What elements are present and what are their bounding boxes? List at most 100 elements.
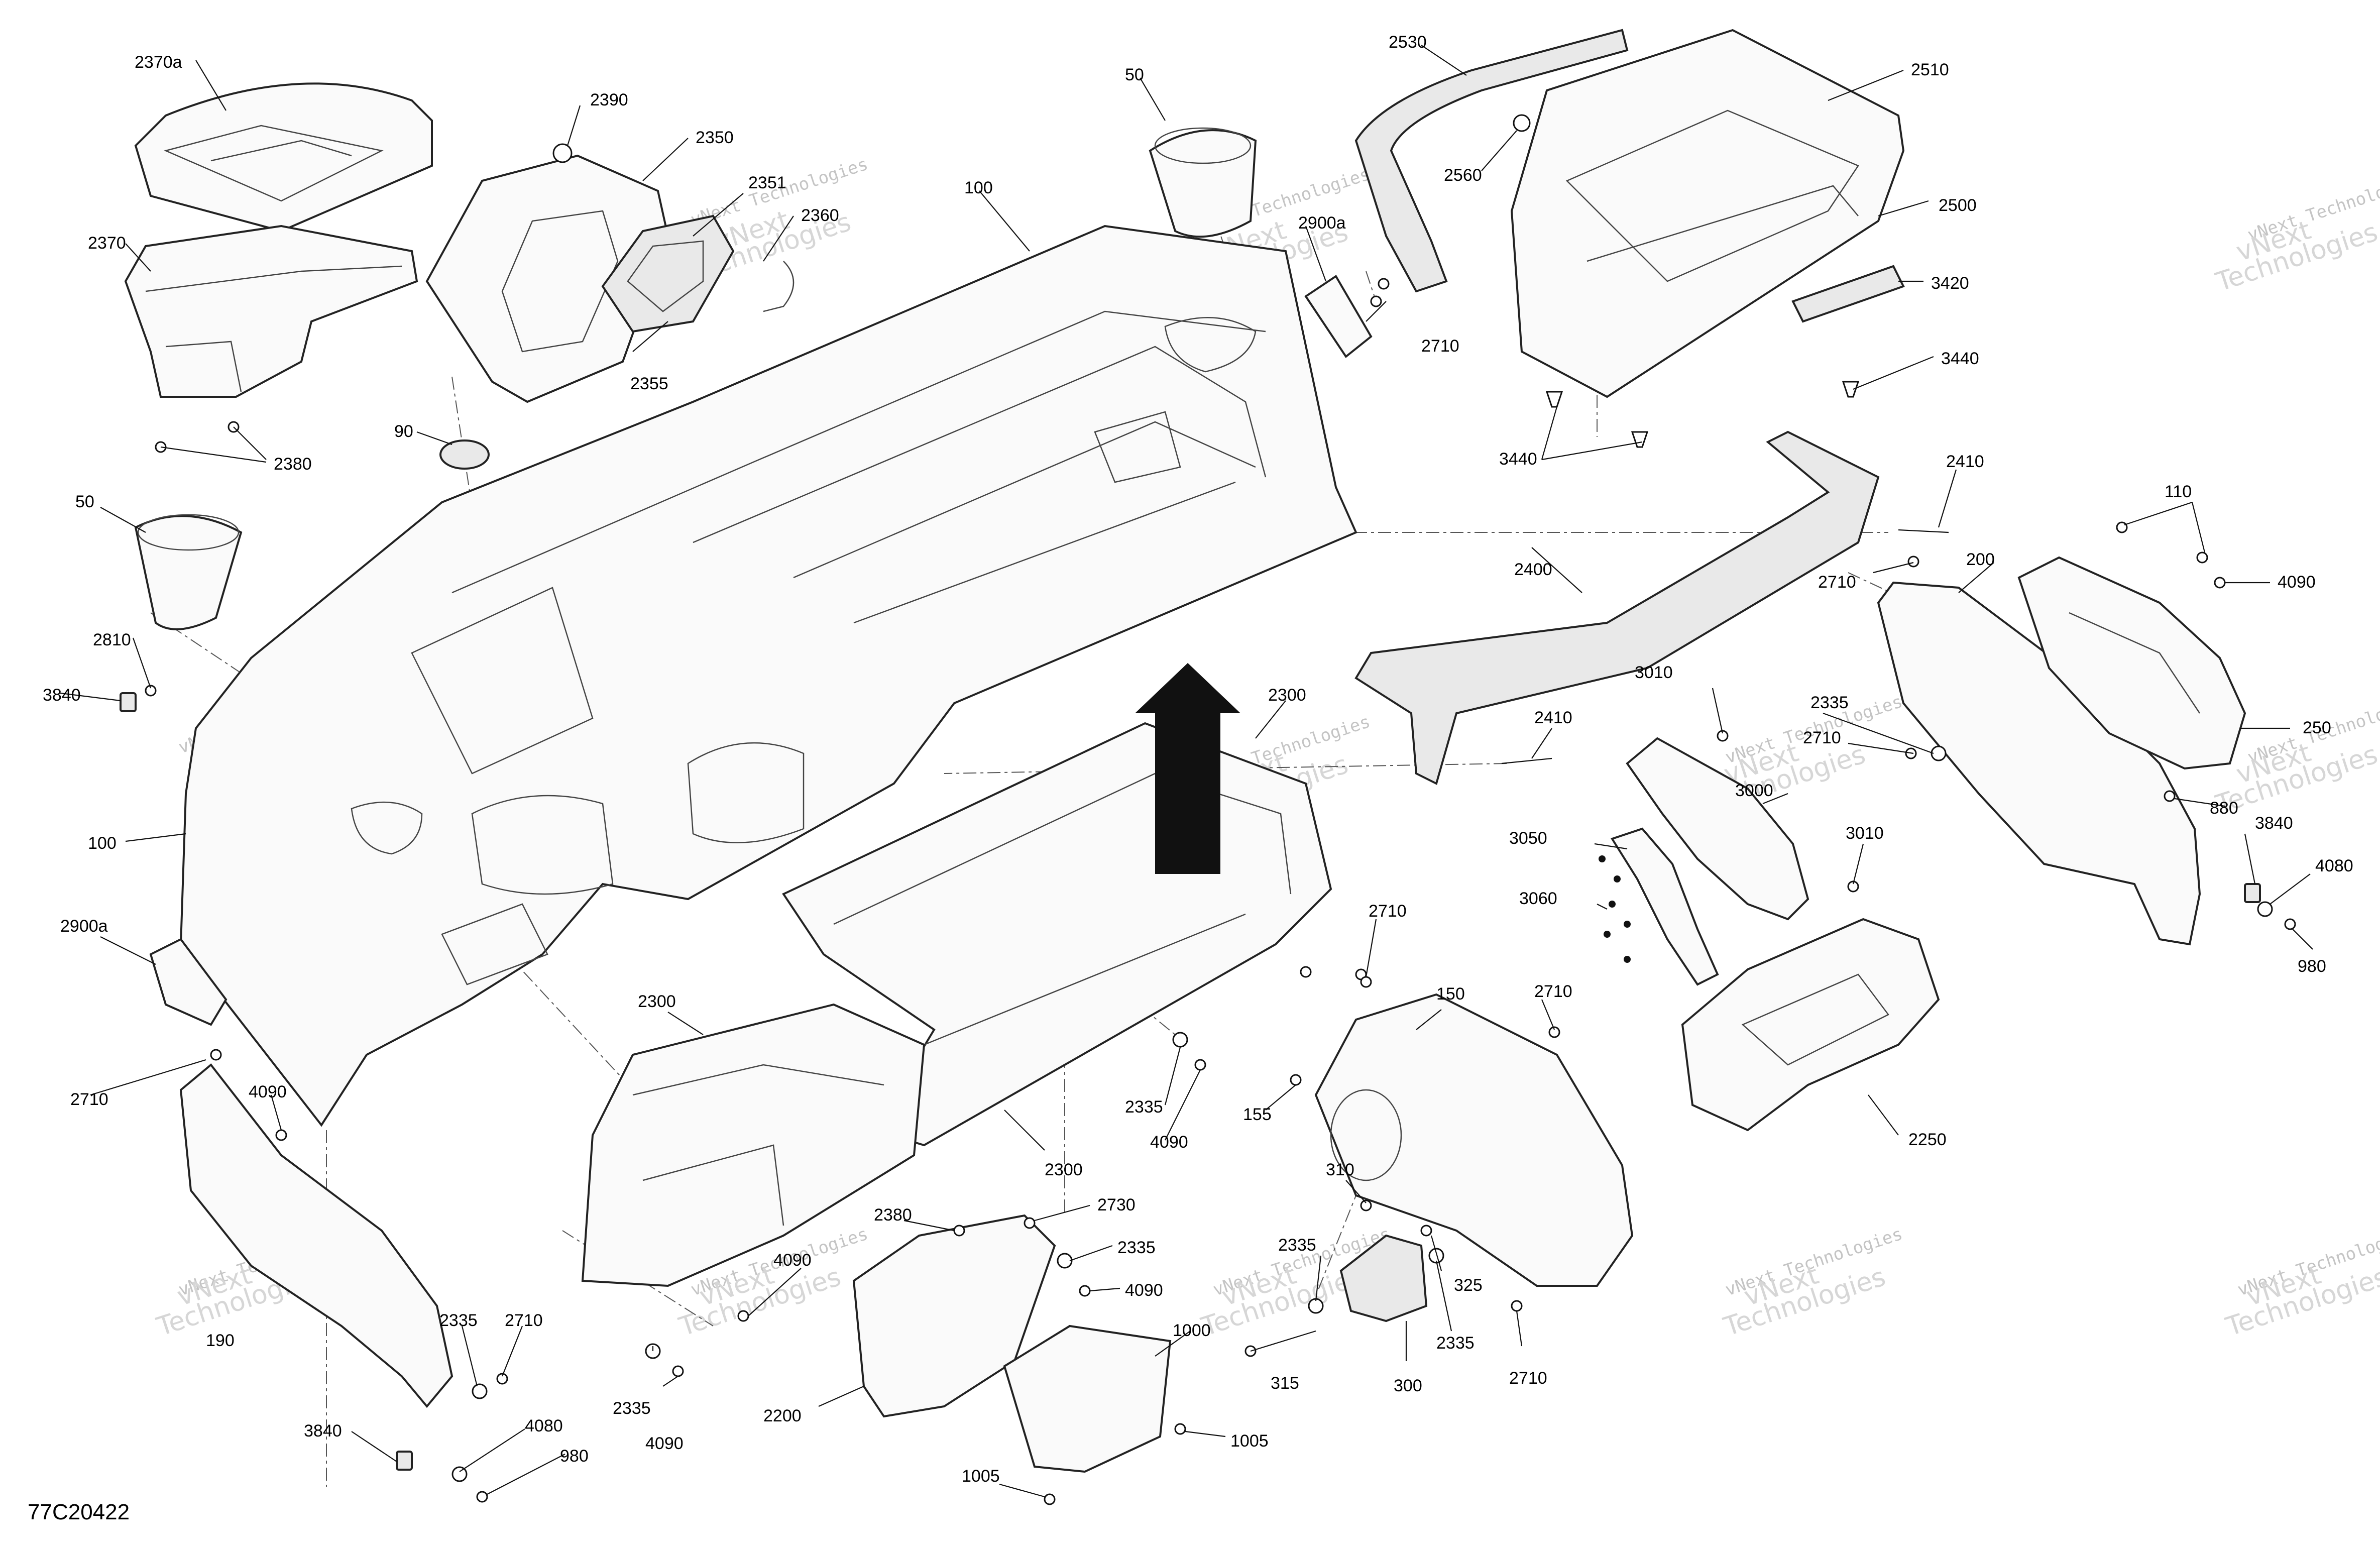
callout-1005-left: 1005 xyxy=(962,1467,1000,1486)
callout-4080-right: 4080 xyxy=(2315,856,2353,875)
part-1000-cover xyxy=(1003,1324,1172,1473)
screw-1005-b xyxy=(1044,1493,1056,1505)
part-190-duct xyxy=(179,1063,454,1408)
screw-1005-a xyxy=(1174,1423,1186,1435)
callout-90: 90 xyxy=(394,422,413,441)
clip-3440-a xyxy=(1545,391,1563,408)
washer-4080-b xyxy=(2257,901,2273,917)
screw-325 xyxy=(1420,1225,1432,1237)
callout-4090-mid: 4090 xyxy=(1150,1133,1188,1152)
part-2370a-cover xyxy=(134,82,433,233)
callout-3010-top: 3010 xyxy=(1635,663,1673,682)
part-2351-bezel xyxy=(601,214,735,333)
callout-3840-right: 3840 xyxy=(2255,814,2293,833)
nut-2560 xyxy=(1513,114,1531,132)
callout-3000: 3000 xyxy=(1735,781,1773,800)
screw-2410-a xyxy=(1898,529,1949,533)
screw-4090-a xyxy=(275,1129,287,1141)
callout-2710-bottom-left: 2710 xyxy=(505,1311,543,1330)
clips-3060 xyxy=(1599,855,1631,963)
part-2900a-bracket-left xyxy=(149,938,228,1026)
screw-2810 xyxy=(145,685,157,697)
screw-110-b xyxy=(2196,551,2208,564)
callout-2350: 2350 xyxy=(696,128,734,147)
part-250-vent-assembly xyxy=(2017,556,2246,770)
screw-2710-c xyxy=(1907,556,1919,568)
callout-2360: 2360 xyxy=(801,206,839,225)
callout-2335-right: 2335 xyxy=(1810,693,1849,712)
callout-50-left: 50 xyxy=(75,492,94,511)
part-3840-clip-c xyxy=(2244,883,2261,903)
washer-2335-b xyxy=(1931,745,1947,761)
callout-2710-left: 2710 xyxy=(70,1090,108,1109)
part-shapes xyxy=(120,29,2261,1473)
callout-2200: 2200 xyxy=(763,1406,802,1425)
callout-2900a-top: 2900a xyxy=(1298,213,1346,233)
callout-4090-bottom3: 4090 xyxy=(645,1434,684,1453)
callout-3440-right: 3440 xyxy=(1941,349,1979,368)
callout-3440-left: 3440 xyxy=(1499,450,1537,469)
callout-50-top: 50 xyxy=(1125,65,1144,84)
screw-2300-b xyxy=(1360,976,1372,988)
screw-4090-b xyxy=(1194,1059,1206,1071)
callout-2390: 2390 xyxy=(590,90,628,109)
part-2300-lower-bin xyxy=(581,1003,926,1287)
washer-2335-f xyxy=(1308,1298,1324,1314)
callout-2710-mid: 2710 xyxy=(1369,902,1407,921)
part-300-bracket xyxy=(1339,1234,1428,1322)
clip-3440-b xyxy=(1631,431,1649,448)
assembly-direction-arrow xyxy=(1135,663,1240,874)
callout-1005-right: 1005 xyxy=(1230,1431,1269,1451)
callout-2380-bottom: 2380 xyxy=(874,1205,912,1225)
part-2370-box xyxy=(124,225,418,398)
part-2530-grab-handle xyxy=(1354,29,1629,293)
screw-310 xyxy=(1360,1199,1372,1211)
callout-3840-bottom-left: 3840 xyxy=(304,1421,342,1441)
callout-4090-bottom2: 4090 xyxy=(773,1251,812,1270)
part-2900a-bracket-top xyxy=(1304,275,1373,358)
callout-2335-bottom2: 2335 xyxy=(613,1399,651,1418)
callout-2380: 2380 xyxy=(274,455,312,474)
callout-4090-left: 4090 xyxy=(249,1082,287,1101)
callout-2250: 2250 xyxy=(1908,1130,1947,1149)
callout-3050: 3050 xyxy=(1509,829,1547,848)
part-2250-vent xyxy=(1681,918,1940,1132)
callout-2410-top: 2410 xyxy=(1946,452,1984,471)
screw-4090-d xyxy=(737,1310,749,1322)
screw-2710-b xyxy=(1378,278,1390,290)
screw-2710-f xyxy=(210,1049,222,1061)
callout-3060: 3060 xyxy=(1519,889,1557,908)
screw-4090-e xyxy=(672,1365,684,1377)
part-3050-duct xyxy=(1610,827,1719,986)
callout-2530: 2530 xyxy=(1389,33,1427,52)
screw-4090-c xyxy=(1079,1285,1091,1297)
callout-2710-a: 2710 xyxy=(1421,337,1459,356)
callout-980-right: 980 xyxy=(2298,957,2326,976)
callout-155: 155 xyxy=(1243,1105,1272,1124)
callout-315: 315 xyxy=(1271,1374,1299,1393)
callout-2351: 2351 xyxy=(748,173,786,192)
callout-980-bottom-left: 980 xyxy=(560,1447,589,1466)
callout-2335-mid: 2335 xyxy=(1125,1097,1163,1117)
callout-100-top: 100 xyxy=(964,178,993,197)
callout-2335-bottom: 2335 xyxy=(1117,1238,1156,1257)
callout-2810: 2810 xyxy=(93,630,131,649)
callout-300: 300 xyxy=(1394,1376,1422,1395)
callout-310: 310 xyxy=(1326,1160,1354,1179)
screw-980-b xyxy=(2284,918,2296,930)
washer-2335-c xyxy=(1172,1032,1188,1048)
part-2400-crossbar xyxy=(1354,430,1880,785)
screw-2300-a xyxy=(1300,966,1312,978)
callout-2510: 2510 xyxy=(1911,60,1949,79)
part-90-plug xyxy=(439,439,490,470)
callout-325: 325 xyxy=(1454,1276,1483,1295)
part-2360-clip xyxy=(763,261,795,312)
callout-2710-150: 2710 xyxy=(1534,982,1572,1001)
part-3420-strip xyxy=(1791,265,1905,323)
callout-1000: 1000 xyxy=(1173,1321,1211,1340)
screw-4090-f xyxy=(2214,577,2226,589)
callout-4080-bottom-left: 4080 xyxy=(525,1416,563,1435)
washer-2335-a xyxy=(472,1383,488,1399)
